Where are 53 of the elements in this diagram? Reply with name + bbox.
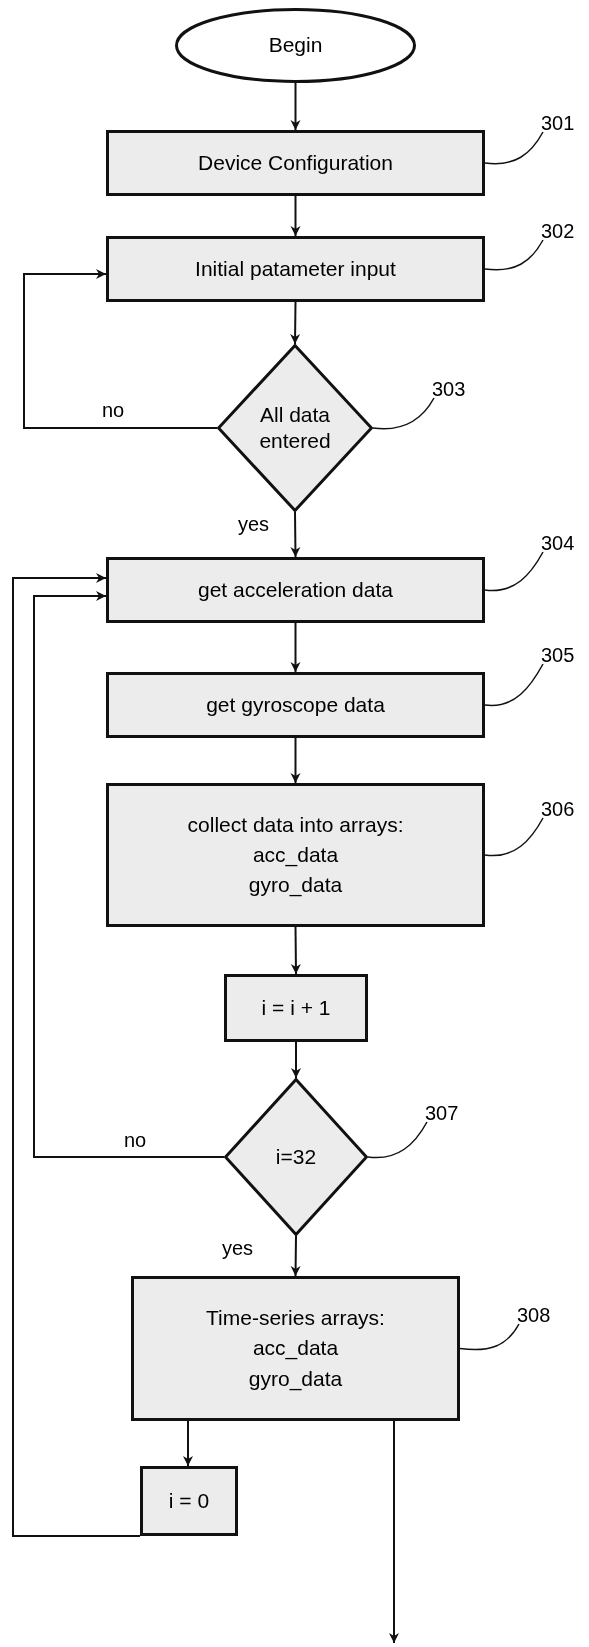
callout-number: 306 <box>541 796 575 822</box>
step-label: gyro_data <box>248 872 343 899</box>
arrow <box>23 269 218 429</box>
process-box <box>106 557 485 623</box>
process-box <box>131 1276 460 1421</box>
step-label: acc_data <box>252 841 339 869</box>
step-label: acc_data <box>252 1335 339 1362</box>
step-label: get gyroscope data <box>206 691 385 718</box>
arrow <box>290 82 301 131</box>
process-box <box>106 783 485 927</box>
arrow <box>183 1420 193 1467</box>
leader-line <box>484 817 544 857</box>
step-label: Initial patameter input <box>195 255 396 282</box>
process-box <box>106 672 485 738</box>
process-box <box>106 130 485 196</box>
arrow <box>290 301 301 345</box>
arrow <box>33 591 225 1158</box>
arrow <box>290 737 301 784</box>
callout-number: 304 <box>541 530 575 556</box>
process-box <box>224 974 368 1042</box>
arrow <box>290 926 301 975</box>
callout-number: 303 <box>432 376 466 402</box>
leader-line <box>459 1323 520 1351</box>
process-box <box>140 1466 238 1536</box>
decision-label: All data entered <box>258 401 332 454</box>
step-label: Time-series arrays: <box>206 1305 385 1332</box>
arrow <box>290 1235 301 1277</box>
arrow <box>290 511 301 558</box>
decision-label: i=32 <box>274 1143 318 1170</box>
arrow <box>291 1041 301 1079</box>
step-label: i = 0 <box>168 1487 210 1514</box>
terminal-label: Begin <box>268 32 323 59</box>
arrow <box>290 195 301 237</box>
step-label: get acceleration data <box>198 576 393 603</box>
arrow <box>389 1420 399 1644</box>
leader-line <box>367 1121 428 1159</box>
callout-number: 301 <box>541 110 575 136</box>
leader-line <box>484 239 544 271</box>
leader-line <box>484 131 544 165</box>
step-label: collect data into arrays: <box>187 811 404 838</box>
leader-line <box>484 551 544 592</box>
callout-number: 305 <box>541 642 575 668</box>
arrow <box>290 622 301 673</box>
leader-line <box>372 397 435 430</box>
step-label: gyro_data <box>248 1365 343 1392</box>
process-box <box>106 236 485 302</box>
leader-line <box>484 663 544 707</box>
callout-number: 302 <box>541 218 575 244</box>
callout-number: 308 <box>517 1302 551 1328</box>
step-label: i = i + 1 <box>261 994 331 1021</box>
step-label: Device Configuration <box>198 149 393 176</box>
callout-number: 307 <box>425 1100 459 1126</box>
arrow <box>12 573 141 1537</box>
